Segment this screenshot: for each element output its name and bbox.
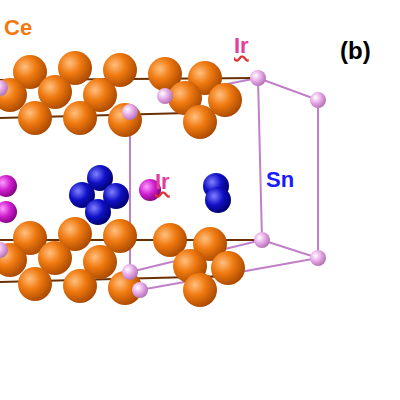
- sn-atom: [205, 187, 231, 213]
- ir-atom: [254, 232, 270, 248]
- atoms: [0, 51, 326, 307]
- ir-atom: [310, 250, 326, 266]
- ir-atom: [310, 92, 326, 108]
- ce-atom: [0, 243, 27, 277]
- ir-atom: [122, 264, 138, 280]
- ir-atom: [157, 88, 173, 104]
- ce-atom: [183, 273, 217, 307]
- ir-atom: [122, 104, 138, 120]
- element-label: Ir: [155, 170, 170, 194]
- ir-atom: [0, 201, 17, 223]
- bond-lines: [0, 78, 318, 290]
- ce-atom: [183, 105, 217, 139]
- ir-atom: [0, 242, 8, 258]
- ce-atom: [18, 267, 52, 301]
- element-label: Ir: [234, 34, 249, 58]
- panel-label: (b): [340, 38, 371, 64]
- ir-atom: [250, 70, 266, 86]
- ce-atom: [63, 269, 97, 303]
- ir-atom: [0, 175, 17, 197]
- ce-atom: [63, 101, 97, 135]
- ir-atom: [132, 282, 148, 298]
- element-label: Sn: [266, 168, 294, 192]
- element-label: Ce: [4, 16, 32, 40]
- sn-atom: [85, 199, 111, 225]
- ce-atom: [211, 251, 245, 285]
- ce-atom: [18, 101, 52, 135]
- ir-atom: [0, 80, 8, 96]
- ce-atom: [108, 103, 142, 137]
